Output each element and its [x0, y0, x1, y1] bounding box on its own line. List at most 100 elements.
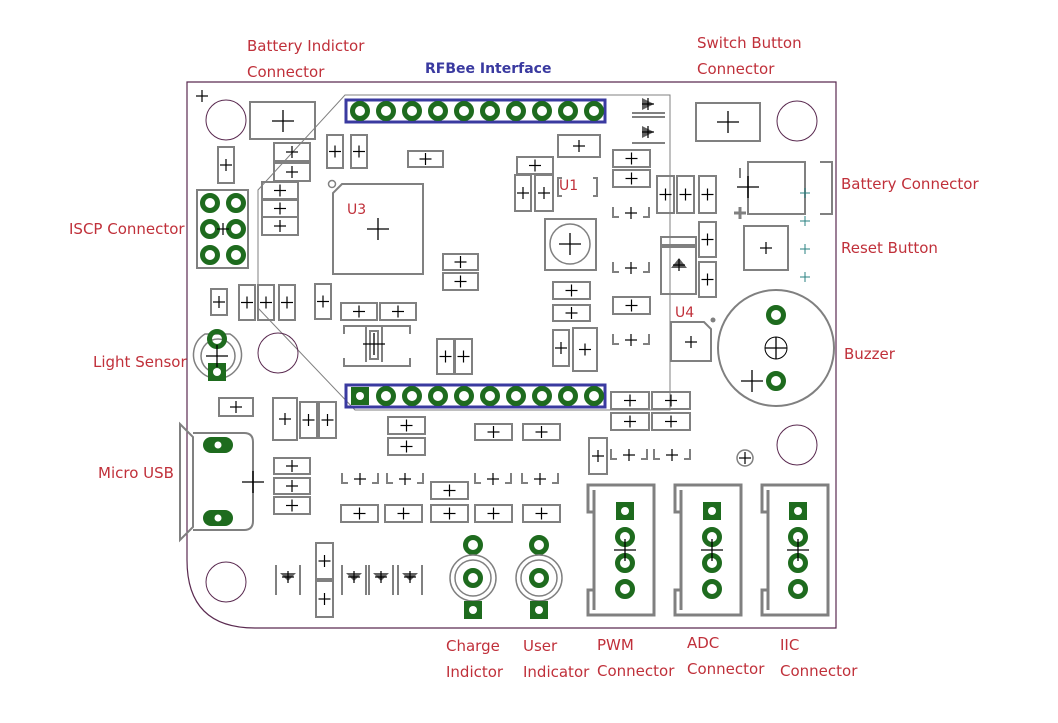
- component-center-mark: [319, 555, 331, 567]
- pwm-connector: [588, 485, 654, 615]
- component-center-mark: [286, 166, 298, 178]
- grove-connectors: [588, 485, 828, 615]
- component-center-mark: [317, 296, 329, 308]
- label-switch-button-connector: Switch Button Connector: [697, 30, 802, 82]
- component-center-mark: [274, 185, 286, 197]
- header-pin: [535, 389, 550, 404]
- user-indicator-led: [516, 538, 562, 620]
- header-pin: [379, 104, 394, 119]
- label-line: ADC: [687, 630, 764, 656]
- component-center-mark: [260, 297, 272, 309]
- component-center-mark: [665, 416, 677, 428]
- label-adc-connector: ADC Connector: [687, 630, 764, 682]
- label-line: Indicator: [523, 659, 589, 685]
- component-center-mark: [220, 159, 232, 171]
- component-center-mark: [322, 414, 334, 426]
- component-center-mark: [573, 140, 585, 152]
- component-center-mark: [420, 153, 432, 165]
- header-pin: [561, 389, 576, 404]
- label-user-indicator: User Indicator: [523, 633, 589, 685]
- header-pin: [457, 104, 472, 119]
- component-center-mark: [529, 160, 541, 172]
- battery-connector: [748, 162, 805, 214]
- charge-indicator-led: [450, 538, 496, 620]
- component-center-mark: [625, 334, 637, 346]
- component-center-mark: [241, 297, 253, 309]
- component-center-mark: [213, 296, 225, 308]
- label-iic-connector: IIC Connector: [780, 632, 857, 684]
- component-center-mark: [230, 401, 242, 413]
- designator-u3: U3: [347, 197, 366, 223]
- mounting-holes: [206, 100, 817, 602]
- component-center-mark: [444, 485, 456, 497]
- mounting-hole: [258, 333, 298, 373]
- component-center-mark: [279, 413, 291, 425]
- header-pin: [561, 104, 576, 119]
- component-center-mark: [666, 449, 678, 461]
- label-buzzer: Buzzer: [844, 341, 895, 367]
- header-pin: [587, 104, 602, 119]
- connector-pin-1: [789, 502, 807, 520]
- iic-connector: [762, 485, 828, 615]
- component-center-mark: [274, 203, 286, 215]
- component-center-mark: [626, 153, 638, 165]
- component-center-mark: [455, 276, 467, 288]
- label-pwm-connector: PWM Connector: [597, 632, 674, 684]
- component-center-mark: [536, 508, 548, 520]
- label-iscp-connector: ISCP Connector: [69, 216, 185, 242]
- label-line: Battery Connector: [841, 171, 979, 197]
- component-center-mark: [354, 473, 366, 485]
- label-battery-connector: Battery Connector: [841, 171, 979, 197]
- component-center-mark: [536, 426, 548, 438]
- label-line: IIC: [780, 632, 857, 658]
- component-center-mark: [624, 416, 636, 428]
- component-center-mark: [444, 508, 456, 520]
- component-center-mark: [555, 342, 567, 354]
- component-center-mark: [665, 395, 677, 407]
- mounting-hole: [206, 100, 246, 140]
- rfbee-header-bottom-pins: [351, 387, 602, 405]
- connector-pin-1: [616, 502, 634, 520]
- header-pin: [483, 104, 498, 119]
- header-pin: [379, 389, 394, 404]
- component-center-mark: [592, 450, 604, 462]
- connector-pin: [618, 582, 633, 597]
- component-center-mark: [440, 351, 452, 363]
- component-center-mark: [401, 441, 413, 453]
- connector-pin-1: [703, 502, 721, 520]
- component-center-mark: [392, 306, 404, 318]
- label-line: Connector: [687, 656, 764, 682]
- label-reset-button: Reset Button: [841, 235, 938, 261]
- component-center-mark: [329, 146, 341, 158]
- component-center-mark: [404, 571, 416, 583]
- header-pin: [509, 389, 524, 404]
- header-pin: [431, 104, 446, 119]
- component-center-mark: [702, 234, 714, 246]
- component-center-mark: [399, 473, 411, 485]
- label-line: ISCP Connector: [69, 216, 185, 242]
- component-center-mark: [702, 274, 714, 286]
- component-center-mark: [488, 508, 500, 520]
- label-line: Connector: [697, 56, 802, 82]
- header-pin: [535, 104, 550, 119]
- rfbee-interface-title: RFBee Interface: [425, 61, 551, 77]
- label-line: Light Sensor: [93, 349, 187, 375]
- label-line: Switch Button: [697, 30, 802, 56]
- component-center-mark: [534, 473, 546, 485]
- component-center-mark: [458, 351, 470, 363]
- connector-pin: [705, 582, 720, 597]
- label-line: Connector: [780, 658, 857, 684]
- designator-u4: U4: [675, 300, 694, 326]
- component-center-mark: [348, 571, 360, 583]
- component-center-mark: [624, 395, 636, 407]
- component-center-mark: [623, 449, 635, 461]
- light-sensor: [194, 332, 242, 382]
- component-center-mark: [401, 420, 413, 432]
- label-line: Connector: [597, 658, 674, 684]
- component-center-mark: [286, 500, 298, 512]
- label-light-sensor: Light Sensor: [93, 349, 187, 375]
- micro-usb: [180, 424, 264, 540]
- header-pin: [483, 389, 498, 404]
- component-center-mark: [566, 285, 578, 297]
- rfbee-header-top-pins: [353, 104, 602, 119]
